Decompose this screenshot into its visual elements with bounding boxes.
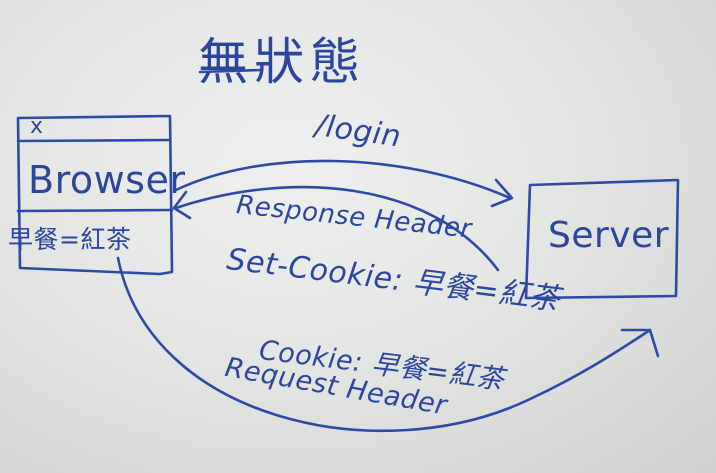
login-request-arrow xyxy=(174,159,512,200)
response-arrow xyxy=(174,185,500,272)
browser-window-box xyxy=(16,114,174,276)
response-arrowhead xyxy=(172,190,192,220)
cookie-request-arrow xyxy=(116,256,652,433)
cookie-request-arrowhead xyxy=(620,328,660,358)
browser-cookie-store: 早餐=紅茶 xyxy=(8,225,132,254)
browser-label: Browser xyxy=(28,158,186,202)
title-underline xyxy=(198,68,264,74)
server-label: Server xyxy=(548,215,670,256)
login-arrowhead xyxy=(490,178,514,208)
browser-close-mark: x xyxy=(30,114,44,139)
browser-titlebar-divider xyxy=(16,138,172,143)
title-text: 無狀態 xyxy=(198,33,366,91)
browser-storage-divider xyxy=(16,208,174,213)
server-box xyxy=(524,178,680,300)
